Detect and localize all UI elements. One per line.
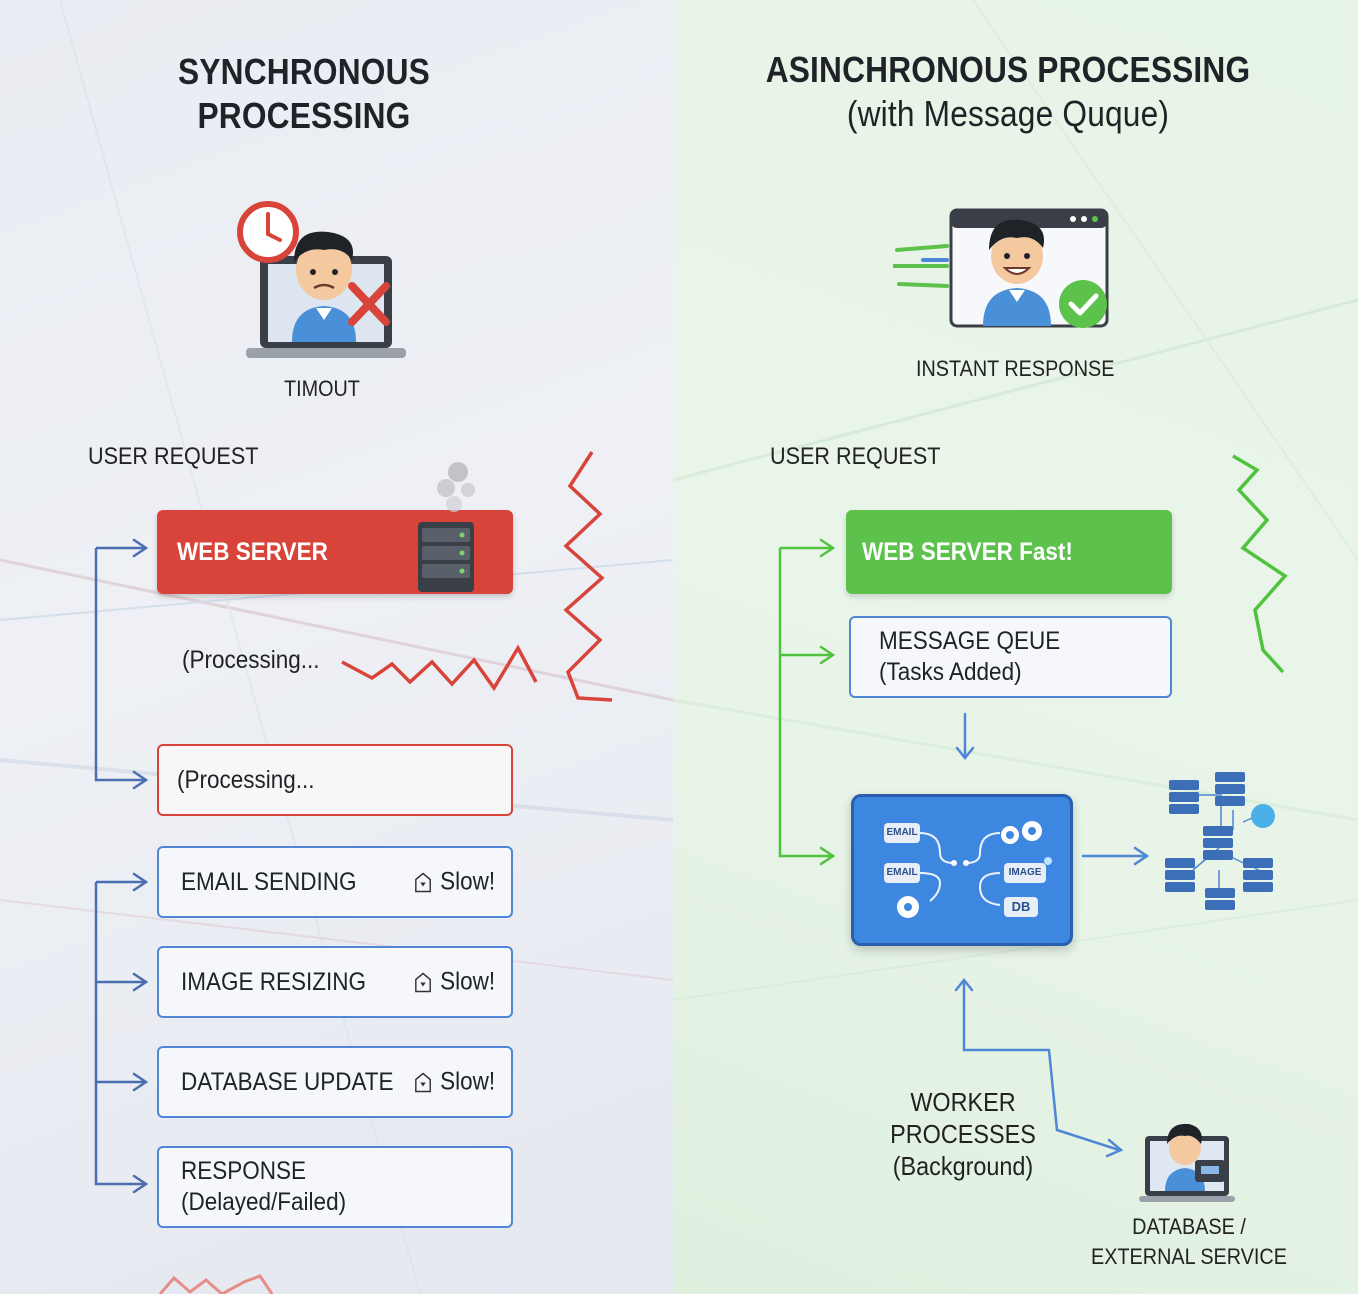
worker-processes-label: WORKER PROCESSES (Background) xyxy=(890,1087,1036,1181)
image-slow-status: Slow! xyxy=(413,968,495,997)
email-top-chip: EMAIL xyxy=(884,823,920,843)
email-sending-box: EMAIL SENDING Slow! xyxy=(157,846,513,918)
happy-user-browser-icon xyxy=(893,208,1109,328)
sync-processing-note: (Processing... xyxy=(182,646,320,674)
message-queue-box: MESSAGE QEUE (Tasks Added) xyxy=(849,616,1172,698)
image-resizing-label: IMAGE RESIZING xyxy=(181,967,367,996)
instant-response-label: INSTANT RESPONSE xyxy=(916,356,1115,381)
database-slow-status: Slow! xyxy=(413,1068,495,1097)
async-flow-connectors xyxy=(778,454,1288,1158)
sync-flow-connectors xyxy=(94,451,613,1294)
email-chip: EMAIL xyxy=(884,863,920,883)
email-sending-label: EMAIL SENDING xyxy=(181,867,357,896)
message-queue-status-label: (Tasks Added) xyxy=(879,658,1022,686)
database-update-box: DATABASE UPDATE Slow! xyxy=(157,1046,513,1118)
db-chip: DB xyxy=(1004,897,1038,917)
database-update-label: DATABASE UPDATE xyxy=(181,1067,394,1096)
sync-user-request-label: USER REQUEST xyxy=(88,443,259,470)
worker-connections xyxy=(897,821,1052,918)
email-slow-status: Slow! xyxy=(413,868,495,897)
response-status-label: (Delayed/Failed) xyxy=(181,1188,347,1216)
message-queue-label: MESSAGE QEUE xyxy=(879,627,1061,655)
sync-web-server-label: WEB SERVER xyxy=(177,537,328,566)
sync-processing-box: (Processing... xyxy=(157,744,513,816)
sync-processing-box-label: (Processing... xyxy=(177,765,315,794)
synchronous-panel: SYNCHRONOUS PROCESSING TIMOUT USER REQUE… xyxy=(0,0,673,1294)
image-chip: IMAGE xyxy=(1004,863,1046,883)
asynchronous-panel: ASINCHRONOUS PROCESSING (with Message Qu… xyxy=(673,0,1358,1294)
timeout-label: TIMOUT xyxy=(284,376,360,401)
hourglass-icon xyxy=(414,1072,431,1092)
worker-processes-block: EMAIL EMAIL IMAGE DB xyxy=(851,794,1073,946)
frustrated-user-laptop-icon xyxy=(237,201,406,358)
async-web-server-label: WEB SERVER Fast! xyxy=(862,537,1073,566)
sync-title: SYNCHRONOUS PROCESSING xyxy=(178,51,430,136)
async-user-request-label: USER REQUEST xyxy=(770,443,941,470)
overheating-server-icon xyxy=(418,462,475,592)
async-web-server-box: WEB SERVER Fast! xyxy=(846,510,1172,594)
hourglass-icon xyxy=(414,872,431,892)
server-cluster-icon xyxy=(1165,772,1275,910)
database-external-service-label: DATABASE / EXTERNAL SERVICE xyxy=(1091,1214,1287,1269)
response-box: RESPONSE (Delayed/Failed) xyxy=(157,1146,513,1228)
response-label: RESPONSE xyxy=(181,1157,307,1185)
image-resizing-box: IMAGE RESIZING Slow! xyxy=(157,946,513,1018)
async-title: ASINCHRONOUS PROCESSING (with Message Qu… xyxy=(765,49,1251,134)
external-service-user-icon xyxy=(1139,1123,1235,1202)
hourglass-icon xyxy=(414,972,431,992)
